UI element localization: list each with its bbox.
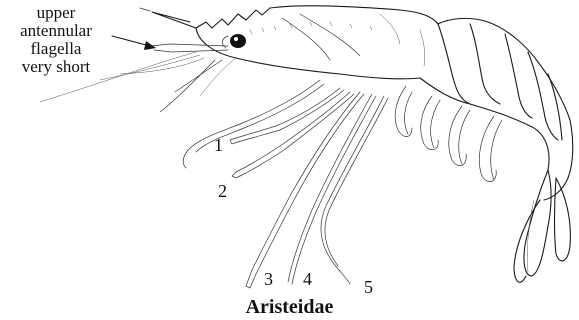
leg-5-drawing (321, 96, 388, 284)
leg-label-5: 5 (364, 278, 373, 296)
family-caption: Aristeidae (0, 296, 579, 318)
leg-4-drawing (288, 94, 376, 284)
leg-label-2: 2 (218, 182, 227, 200)
leg-3-drawing (246, 92, 364, 288)
leg-label-3: 3 (264, 270, 273, 288)
antennae (40, 44, 236, 112)
maxilliped (183, 80, 324, 168)
tail-fan (514, 170, 570, 282)
carapace-texture (250, 22, 425, 66)
leg-label-1: 1 (214, 136, 223, 154)
leg-label-4: 4 (303, 270, 312, 288)
pleopods (395, 86, 502, 182)
callout-arrow (112, 36, 156, 50)
rostrum (140, 8, 270, 28)
